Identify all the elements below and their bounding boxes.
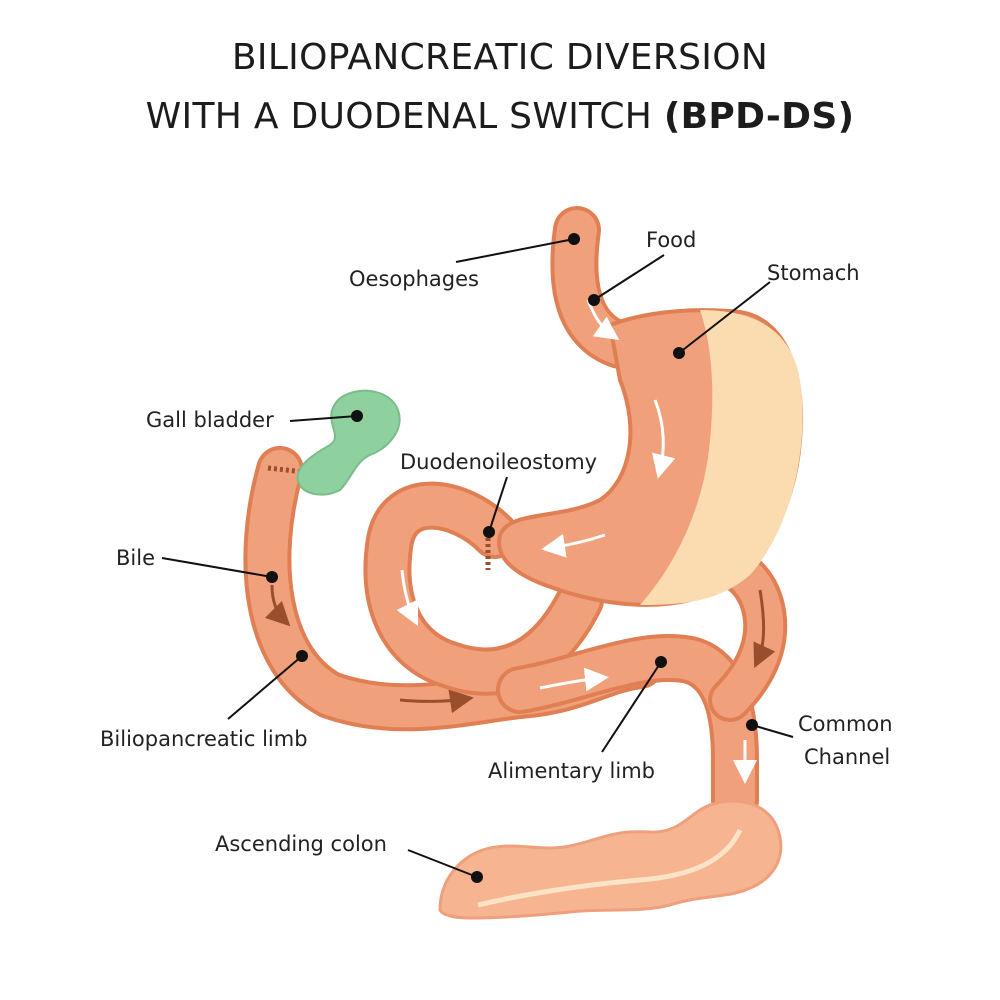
label-oesophages: Oesophages (349, 267, 479, 291)
stomach-shape (485, 206, 803, 607)
label-alimentary-limb: Alimentary limb (488, 759, 655, 783)
label-food: Food (646, 228, 696, 252)
label-gall-bladder: Gall bladder (146, 408, 274, 432)
label-ascending-colon: Ascending colon (215, 832, 387, 856)
leader-lines (161, 238, 794, 878)
ascending-colon-shape (438, 799, 783, 920)
label-bile: Bile (116, 546, 155, 570)
label-stomach: Stomach (767, 261, 860, 285)
leader-dots (266, 233, 758, 883)
label-common-channel-line-2: Channel (804, 745, 890, 769)
label-duodenoileostomy: Duodenoileostomy (400, 450, 597, 474)
title-line-2-prefix: WITH A DUODENAL SWITCH (145, 96, 653, 137)
gall-bladder-shape (296, 389, 401, 496)
title-line-2: WITH A DUODENAL SWITCH (BPD-DS) (0, 95, 1000, 139)
title-line-2-bold: (BPD-DS) (663, 96, 855, 137)
label-biliopancreatic-limb: Biliopancreatic limb (100, 727, 308, 751)
title-line-1: BILIOPANCREATIC DIVERSION (231, 37, 769, 78)
label-common-channel-line-1: Common (798, 712, 893, 736)
